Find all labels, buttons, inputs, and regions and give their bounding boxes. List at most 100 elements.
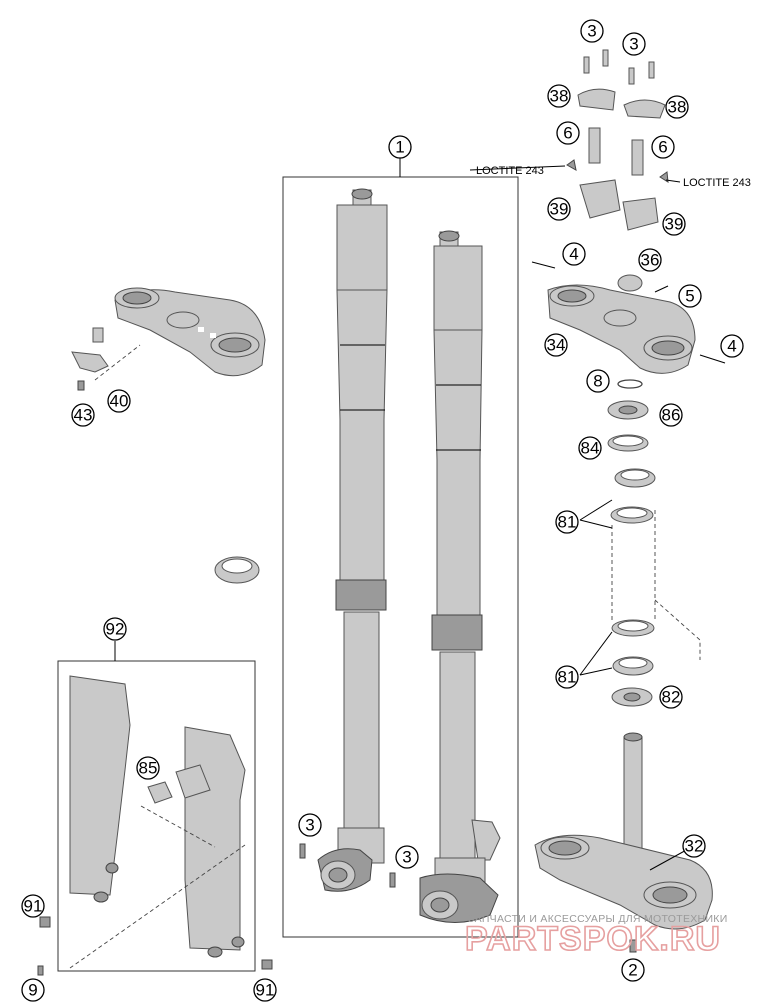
callout-38-left[interactable]: 38: [547, 84, 571, 108]
svg-text:5: 5: [685, 287, 694, 306]
callout-3-fork-right[interactable]: 3: [395, 845, 419, 869]
steering-head-outline: [611, 510, 701, 660]
leader-81b-2: [579, 667, 613, 676]
bearing-84: [607, 434, 649, 452]
screws-3-top: [583, 49, 655, 85]
screw-3-right: [389, 872, 396, 888]
svg-text:38: 38: [550, 87, 569, 106]
lower-triple-clamp-32: [534, 732, 713, 953]
callout-6-right[interactable]: 6: [651, 135, 675, 159]
callout-36[interactable]: 36: [638, 248, 662, 272]
callout-4-right[interactable]: 4: [720, 334, 744, 358]
callout-86[interactable]: 86: [659, 403, 683, 427]
callout-38-right[interactable]: 38: [665, 95, 689, 119]
svg-text:6: 6: [658, 138, 667, 157]
svg-text:36: 36: [641, 251, 660, 270]
callout-32[interactable]: 32: [682, 834, 706, 858]
svg-text:43: 43: [74, 406, 93, 425]
dashline-9: [69, 844, 246, 969]
bearing-lower: [612, 656, 654, 676]
callout-91-left[interactable]: 91: [21, 894, 45, 918]
clamp-85: [147, 764, 211, 804]
o-ring-8: [617, 379, 643, 389]
svg-text:39: 39: [665, 215, 684, 234]
svg-text:92: 92: [106, 620, 125, 639]
svg-text:3: 3: [587, 22, 596, 41]
upper-triple-clamp-right: [531, 261, 726, 374]
callout-3-fork-left[interactable]: 3: [298, 813, 322, 837]
svg-text:81: 81: [558, 668, 577, 687]
callout-8[interactable]: 8: [586, 369, 610, 393]
left-fork-leg: [317, 188, 388, 892]
callout-9[interactable]: 9: [21, 978, 45, 1002]
callout-39-right[interactable]: 39: [662, 212, 686, 236]
leader-loctite-right: [665, 179, 681, 183]
screw-3-left: [299, 843, 306, 859]
callout-2[interactable]: 2: [621, 958, 645, 982]
loctite-note-left: LOCTITE 243: [476, 165, 544, 177]
callout-81-bottom[interactable]: 81: [555, 665, 579, 689]
callout-84[interactable]: 84: [578, 436, 602, 460]
svg-text:81: 81: [558, 513, 577, 532]
svg-text:86: 86: [662, 406, 681, 425]
svg-text:8: 8: [593, 372, 602, 391]
callout-91-right[interactable]: 91: [253, 978, 277, 1002]
callout-81-top[interactable]: 81: [555, 510, 579, 534]
upper-triple-clamp-left: [114, 287, 266, 377]
callout-5[interactable]: 5: [678, 284, 702, 308]
callout-3-top-left[interactable]: 3: [580, 19, 604, 43]
svg-text:4: 4: [727, 337, 736, 356]
svg-text:1: 1: [395, 138, 404, 157]
svg-text:2: 2: [628, 961, 637, 980]
callout-4-top[interactable]: 4: [562, 242, 586, 266]
svg-text:82: 82: [662, 688, 681, 707]
svg-text:39: 39: [550, 200, 569, 219]
loctite-note-right: LOCTITE 243: [683, 177, 751, 189]
callout-40[interactable]: 40: [107, 389, 131, 413]
fork-guard-left: [69, 675, 131, 903]
watermark-logo: PARTSPOK.RU: [465, 920, 721, 958]
svg-text:3: 3: [402, 848, 411, 867]
svg-text:40: 40: [110, 392, 129, 411]
handlebar-clamp-38: [577, 88, 666, 119]
callout-39-left[interactable]: 39: [547, 197, 571, 221]
svg-text:32: 32: [685, 837, 704, 856]
bearing-race-81-bottom: [611, 619, 655, 637]
svg-text:38: 38: [668, 98, 687, 117]
svg-text:91: 91: [24, 897, 43, 916]
seal-82: [611, 687, 653, 707]
svg-text:85: 85: [139, 759, 158, 778]
bolts-6: [566, 127, 669, 183]
svg-text:3: 3: [629, 35, 638, 54]
fork-guard-right: [184, 726, 246, 958]
svg-text:91: 91: [256, 981, 275, 1000]
callout-85[interactable]: 85: [136, 756, 160, 780]
leader-81a-1: [579, 499, 613, 521]
callout-6-left[interactable]: 6: [556, 121, 580, 145]
leader-81b-1: [579, 631, 613, 676]
svg-text:3: 3: [305, 816, 314, 835]
leader-81a-2: [579, 519, 613, 529]
svg-text:9: 9: [28, 981, 37, 1000]
callout-43[interactable]: 43: [71, 403, 95, 427]
callout-3-top-right[interactable]: 3: [622, 32, 646, 56]
leader-32: [649, 847, 691, 871]
callout-92[interactable]: 92: [103, 617, 127, 641]
svg-text:4: 4: [569, 245, 578, 264]
callout-34[interactable]: 34: [544, 333, 568, 357]
leader-loctite-left: [469, 165, 566, 171]
right-fork-leg: [419, 230, 501, 923]
svg-text:6: 6: [563, 124, 572, 143]
dashline-40: [94, 344, 141, 381]
watermark-caption: ЗАПЧАСТИ И АКСЕССУАРЫ ДЛЯ МОТОТЕХНИКИ: [468, 913, 728, 925]
fork-guard-frame: [57, 660, 256, 972]
bracket-40: [71, 327, 109, 391]
dashline-85: [140, 805, 216, 848]
handlebar-mount-39: [579, 179, 659, 231]
callout-1[interactable]: 1: [388, 135, 412, 159]
seal-86: [607, 400, 649, 420]
callout-82[interactable]: 82: [659, 685, 683, 709]
svg-text:84: 84: [581, 439, 600, 458]
